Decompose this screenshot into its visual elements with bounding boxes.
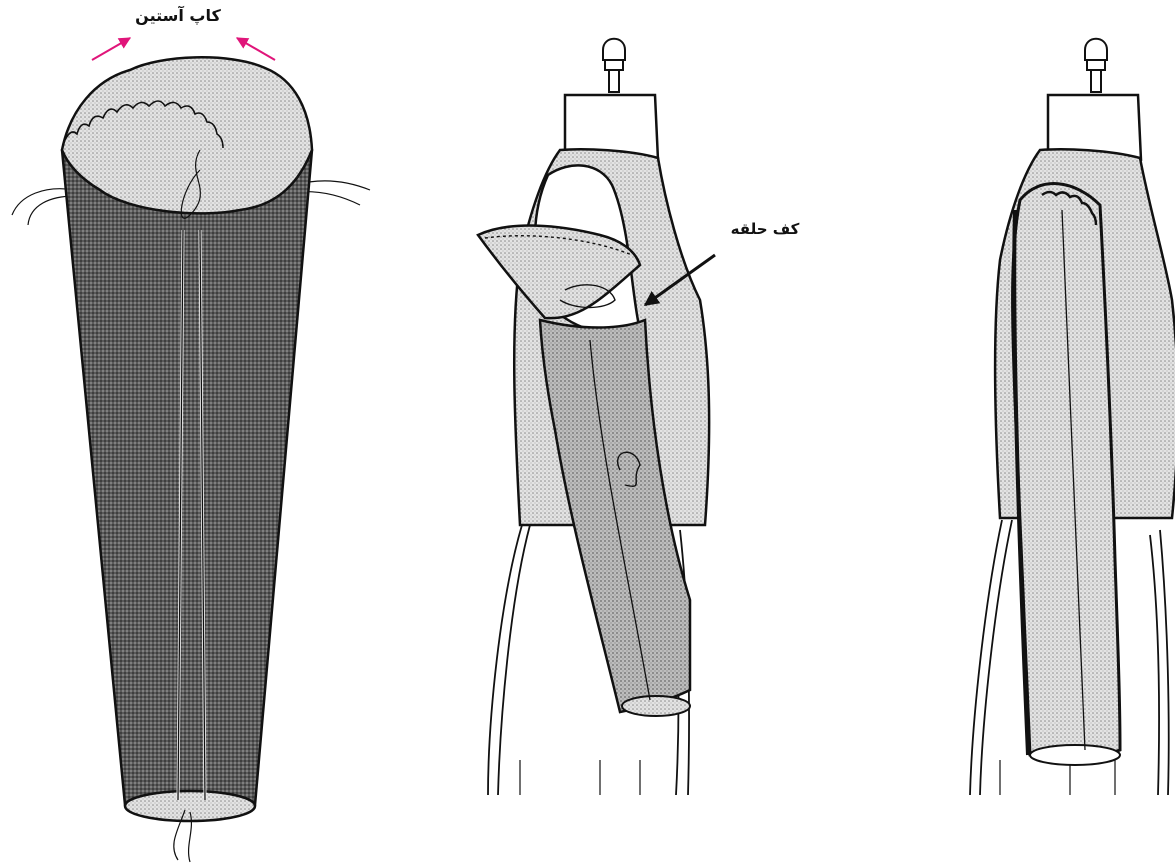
- dress-form-pinning-figure: [478, 39, 715, 795]
- armhole-bottom-label: کف حلقه: [731, 220, 800, 238]
- sleeve-cap-label: کاپ آستین: [135, 6, 221, 25]
- dress-form-finished-figure: [970, 39, 1175, 795]
- sleeve-flat-figure: [12, 38, 370, 862]
